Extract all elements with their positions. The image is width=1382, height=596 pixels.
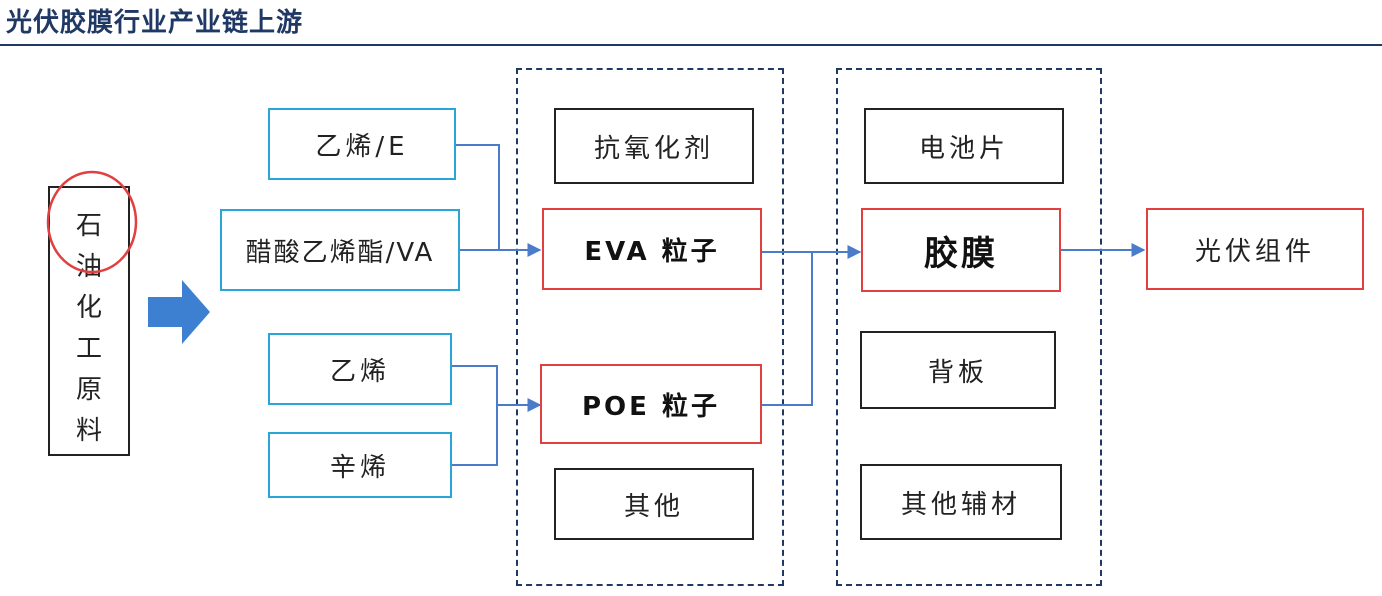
encapsulant-film-box: 胶膜	[861, 208, 1061, 292]
title-divider	[0, 44, 1382, 46]
vinyl-acetate-box: 醋酸乙烯酯/VA	[220, 209, 460, 291]
pv-module-box: 光伏组件	[1146, 208, 1364, 290]
other-pellet-box: 其他	[554, 468, 754, 540]
connector-ethylene-to-poe	[452, 365, 498, 466]
ethylene-e-box: 乙烯/E	[268, 108, 456, 180]
diagram-title: 光伏胶膜行业产业链上游	[6, 8, 304, 38]
poe-pellet-box: POE 粒子	[540, 364, 762, 444]
pellet-group-frame	[516, 68, 784, 586]
raw-material-char: 化	[75, 293, 102, 323]
raw-material-char: 油	[75, 252, 102, 282]
antioxidant-box: 抗氧化剂	[554, 108, 754, 184]
module-group-frame	[836, 68, 1102, 586]
backsheet-box: 背板	[860, 331, 1056, 409]
other-aux-box: 其他辅材	[860, 464, 1062, 540]
raw-material-char: 料	[75, 416, 102, 446]
raw-material-char: 工	[75, 334, 102, 364]
raw-material-box: 石 油 化 工 原 料	[48, 186, 130, 456]
big-right-arrow-icon	[148, 280, 210, 344]
connector-poe-out	[762, 252, 813, 406]
ethylene-box: 乙烯	[268, 333, 452, 405]
eva-pellet-box: EVA 粒子	[542, 208, 762, 290]
raw-material-char: 原	[75, 375, 102, 405]
battery-cell-box: 电池片	[864, 108, 1064, 184]
octene-box: 辛烯	[268, 432, 452, 498]
raw-material-char: 石	[75, 211, 102, 241]
connector-ethylene-e-to-eva	[456, 144, 500, 250]
